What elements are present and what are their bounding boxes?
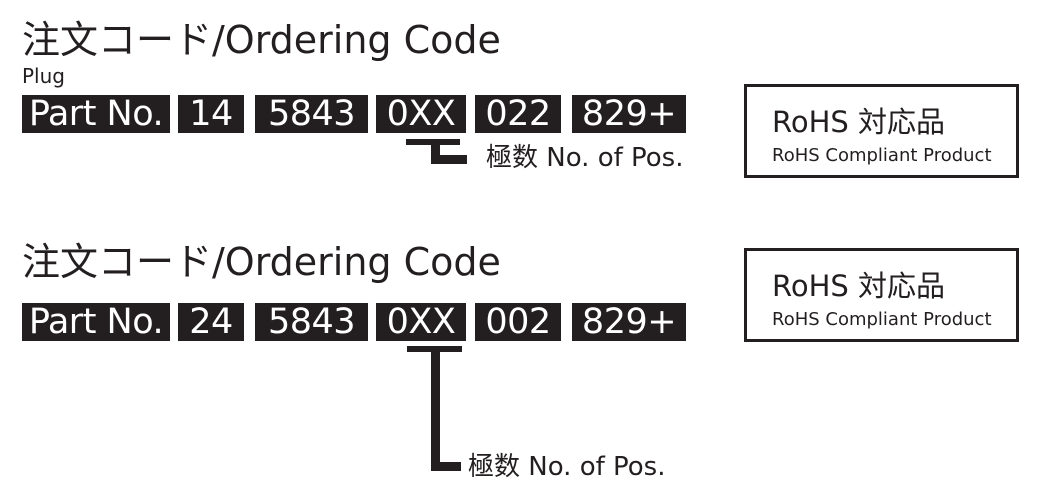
code-field-series-1: 14 bbox=[178, 95, 244, 133]
part-no-label-2: Part No. bbox=[22, 303, 170, 341]
code-field-type-1: 5843 bbox=[255, 95, 368, 133]
rohs-badge-2: RoHS 対応品 RoHS Compliant Product bbox=[744, 248, 1019, 342]
code-field-suffix-2: 829+ bbox=[572, 303, 686, 341]
rohs-subtitle-2: RoHS Compliant Product bbox=[772, 309, 992, 330]
pos-label-2: 極数 No. of Pos. bbox=[468, 452, 666, 482]
code-field-positions-1: 0XX bbox=[376, 95, 466, 133]
code-field-series-2: 24 bbox=[178, 303, 244, 341]
rohs-subtitle-1: RoHS Compliant Product bbox=[772, 145, 992, 166]
plug-label: Plug bbox=[22, 64, 65, 88]
rohs-badge-1: RoHS 対応品 RoHS Compliant Product bbox=[744, 84, 1019, 178]
code-field-positions-2: 0XX bbox=[376, 303, 466, 341]
rohs-title-2: RoHS 対応品 bbox=[772, 269, 946, 303]
code-field-variant-1: 022 bbox=[475, 95, 561, 133]
code-field-suffix-1: 829+ bbox=[572, 95, 686, 133]
code-field-type-2: 5843 bbox=[255, 303, 368, 341]
pos-label-1: 極数 No. of Pos. bbox=[486, 143, 684, 173]
part-no-label-1: Part No. bbox=[22, 95, 170, 133]
ordering-code-title-1: 注文コード/Ordering Code bbox=[22, 18, 501, 62]
rohs-title-1: RoHS 対応品 bbox=[772, 105, 946, 139]
code-field-variant-2: 002 bbox=[475, 303, 561, 341]
ordering-code-title-2: 注文コード/Ordering Code bbox=[22, 240, 501, 284]
